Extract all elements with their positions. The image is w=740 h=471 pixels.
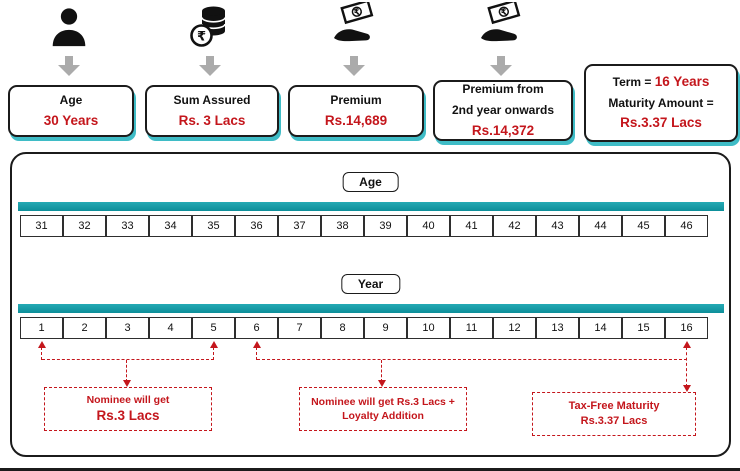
annotation-line: Loyalty Addition	[342, 410, 424, 422]
info-line: Age	[59, 93, 83, 108]
age-cell: 39	[364, 215, 407, 237]
nominee-loyalty-box: Nominee will get Rs.3 Lacs + Loyalty Add…	[299, 387, 467, 431]
person-icon	[46, 3, 92, 56]
year-cell: 2	[63, 317, 106, 339]
arrow-up-icon	[37, 341, 46, 348]
year-cell: 7	[278, 317, 321, 339]
year-cell: 10	[407, 317, 450, 339]
annotation-line: Tax-Free Maturity	[568, 400, 660, 413]
age-cell: 40	[407, 215, 450, 237]
down-arrow-icon	[57, 56, 81, 81]
age-timeline-bar	[18, 202, 724, 211]
dashed-connector	[126, 360, 128, 382]
arrow-down-icon	[377, 380, 386, 387]
cash-in-hand-icon: ₹	[330, 0, 378, 55]
year-cell: 16	[665, 317, 708, 339]
down-arrow-icon	[489, 56, 513, 81]
dashed-connector	[256, 359, 687, 360]
age-cell: 33	[106, 215, 149, 237]
age-info-box: Age 30 Years	[8, 85, 134, 137]
svg-text:₹: ₹	[500, 7, 509, 18]
arrow-down-icon	[122, 380, 131, 387]
age-cell: 44	[579, 215, 622, 237]
year-cell: 15	[622, 317, 665, 339]
dashed-connector	[255, 347, 257, 360]
dashed-connector	[212, 347, 214, 360]
annotation-line: Nominee will get Rs.3 Lacs +	[311, 395, 455, 408]
arrow-up-icon	[682, 341, 691, 348]
info-line: Premium from	[462, 82, 544, 97]
info-line: Rs.14,372	[471, 122, 535, 138]
year-cell: 9	[364, 317, 407, 339]
year-pill: Year	[340, 274, 401, 294]
year-cell: 4	[149, 317, 192, 339]
arrow-up-icon	[252, 341, 261, 348]
info-line: Rs.3.37 Lacs	[620, 115, 702, 131]
rupee-coins-icon: ₹	[186, 1, 234, 56]
annotation-line: Nominee will get	[86, 393, 170, 406]
dashed-connector	[41, 359, 214, 360]
year-cell: 11	[450, 317, 493, 339]
age-cell: 43	[536, 215, 579, 237]
age-cell: 34	[149, 215, 192, 237]
arrow-up-icon	[209, 341, 218, 348]
dashed-connector	[381, 360, 383, 382]
age-cell: 35	[192, 215, 235, 237]
dashed-connector	[40, 347, 42, 360]
info-line: Maturity Amount =	[608, 95, 714, 110]
annotation-line: Rs.3.37 Lacs	[580, 415, 648, 427]
annotation-line: Rs.3 Lacs	[96, 407, 160, 423]
info-line: 2nd year onwards	[451, 103, 555, 118]
info-line: Sum Assured	[173, 93, 251, 108]
year-cell: 6	[235, 317, 278, 339]
nominee-benefit-box: Nominee will get Rs.3 Lacs	[44, 387, 212, 431]
year-cell: 3	[106, 317, 149, 339]
tax-free-maturity-box: Tax-Free Maturity Rs.3.37 Lacs	[532, 392, 696, 436]
svg-text:₹: ₹	[353, 7, 362, 18]
age-cell: 37	[278, 215, 321, 237]
info-line: Rs. 3 Lacs	[178, 113, 246, 128]
year-cell: 14	[579, 317, 622, 339]
age-cell: 36	[235, 215, 278, 237]
year-timeline-bar	[18, 304, 724, 313]
year-cell: 12	[493, 317, 536, 339]
age-cell: 45	[622, 215, 665, 237]
age-cell: 42	[493, 215, 536, 237]
age-pill: Age	[342, 172, 399, 192]
info-line: Premium	[330, 93, 382, 108]
year-cell: 13	[536, 317, 579, 339]
info-line: Term = 16 Years	[612, 73, 710, 89]
down-arrow-icon	[198, 56, 222, 81]
age-cell: 46	[665, 215, 708, 237]
dashed-connector	[685, 347, 687, 387]
age-cell: 32	[63, 215, 106, 237]
down-arrow-icon	[342, 56, 366, 81]
age-cell: 31	[20, 215, 63, 237]
svg-text:₹: ₹	[197, 30, 206, 45]
bottom-divider	[0, 468, 740, 471]
arrow-down-icon	[682, 385, 691, 392]
age-cell: 41	[450, 215, 493, 237]
info-line: Rs.14,689	[324, 113, 388, 128]
cash-in-hand-icon: ₹	[477, 0, 525, 55]
age-cell: 38	[321, 215, 364, 237]
year-cell: 1	[20, 317, 63, 339]
info-line: 30 Years	[43, 113, 99, 128]
year-cell: 8	[321, 317, 364, 339]
year-cell: 5	[192, 317, 235, 339]
